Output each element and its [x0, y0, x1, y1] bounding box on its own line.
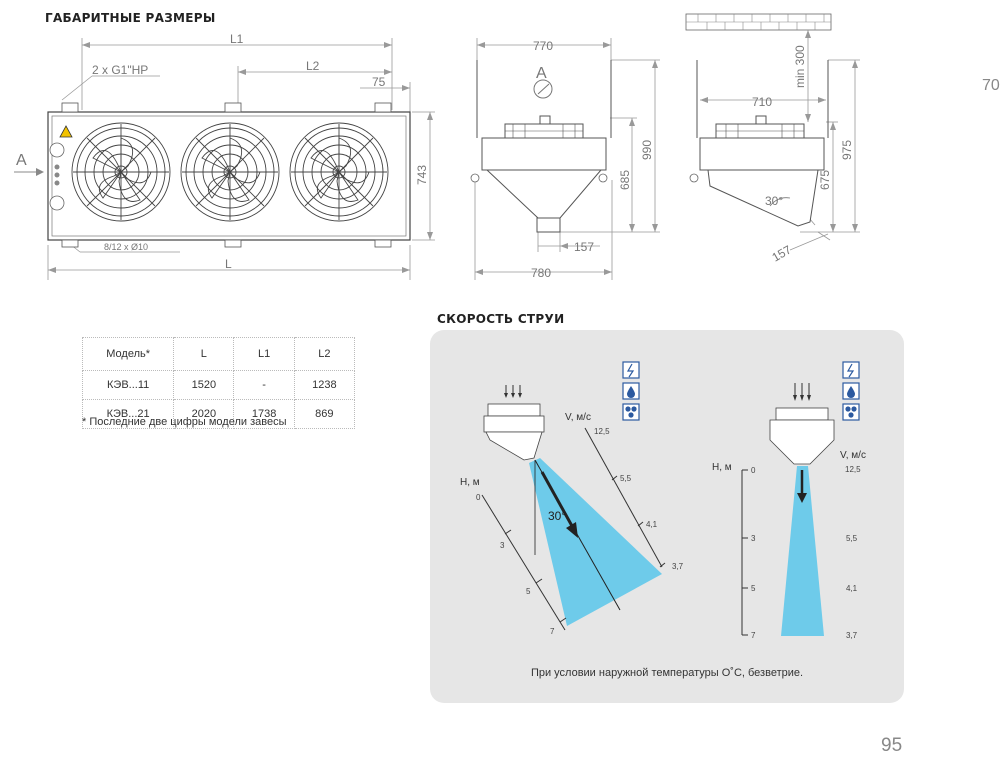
dim-685: 685	[618, 170, 632, 190]
table-cell: 2020	[173, 399, 235, 429]
table-cell: -	[233, 370, 295, 400]
table-cell: 1520	[173, 370, 235, 400]
view-arrow-label: A	[16, 152, 27, 169]
dim-L1: L1	[230, 32, 244, 46]
dim-angle-30: 30°	[765, 194, 783, 208]
h-tick: 0	[476, 493, 481, 502]
h-tick: 0	[751, 466, 756, 475]
dim-743: 743	[415, 165, 429, 185]
dim-770: 770	[533, 39, 553, 53]
pipe-label: 2 x G1"HP	[92, 63, 148, 77]
v-tick: 12,5	[845, 465, 861, 474]
h-tick: 5	[526, 587, 531, 596]
table-row: КЭВ...11 1520 - 1238	[81, 370, 356, 400]
jet-diagram-vertical: H, м V, м/с 0 3 5 7 12,5 5,5 4,1 3,7	[712, 361, 866, 640]
page-number: 95	[881, 735, 903, 756]
v-axis-label: V, м/с	[565, 412, 591, 423]
dim-675: 675	[818, 170, 832, 190]
v-tick: 5,5	[846, 534, 858, 543]
dim-975: 975	[840, 140, 854, 160]
model-table: Модель* L L1 L2 КЭВ...11 1520 - 1238 КЭВ…	[81, 337, 356, 429]
table-cell: 869	[293, 399, 356, 429]
mode-icons-left	[622, 361, 640, 421]
v-tick: 4,1	[846, 584, 858, 593]
h-axis-label: H, м	[460, 477, 480, 488]
v-tick: 4,1	[646, 520, 658, 529]
mode-icons-right	[842, 361, 860, 421]
jet-cone-angled	[529, 458, 662, 626]
dim-L2: L2	[306, 59, 320, 73]
dim-min300: min 300	[793, 45, 807, 88]
jet-diagram-angled: 30° H, м V, м/с 0 3 5 7 12,5 5,5 4,1 3,7	[460, 361, 684, 636]
holes-label: 8/12 x Ø10	[104, 242, 148, 252]
section-title-jet-speed: СКОРОСТЬ СТРУИ	[437, 312, 565, 326]
jet-speed-panel	[430, 330, 904, 703]
side-view-2-drawing: min 300 710 975 675 30° 157	[685, 13, 860, 265]
h-tick: 5	[751, 584, 756, 593]
dim-75: 75	[372, 75, 386, 89]
electric-heat-icon	[622, 361, 640, 379]
dim-780: 780	[531, 266, 551, 280]
v-tick: 3,7	[672, 562, 684, 571]
fan-only-icon	[842, 403, 860, 421]
h-tick: 7	[550, 627, 555, 636]
table-cell: КЭВ...21	[81, 399, 175, 429]
electric-heat-icon	[842, 361, 860, 379]
table-cell: 1238	[293, 370, 356, 400]
col-header: L	[173, 337, 235, 371]
view-a-label: A	[536, 65, 547, 82]
jet-angle-label: 30°	[548, 509, 566, 523]
table-cell: 1738	[233, 399, 295, 429]
front-view-drawing: A L1 L2 75 743 L 2 x G1"HP 8/12 x Ø10	[14, 32, 435, 280]
h-tick: 3	[751, 534, 756, 543]
table-row: КЭВ...21 2020 1738 869	[81, 399, 356, 429]
h-tick: 7	[751, 631, 756, 640]
h-tick: 3	[500, 541, 505, 550]
dim-710: 710	[752, 95, 772, 109]
table-header-row: Модель* L L1 L2	[81, 337, 356, 371]
col-header: L2	[293, 337, 356, 371]
fan-3	[289, 122, 389, 222]
jet-speed-diagrams: 30° H, м V, м/с 0 3 5 7 12,5 5,5 4,1 3,7…	[460, 361, 866, 640]
v-tick: 5,5	[620, 474, 632, 483]
edge-page-text: 70	[982, 77, 1000, 94]
fan-2	[180, 122, 280, 222]
dim-990: 990	[640, 140, 654, 160]
table-cell: КЭВ...11	[81, 370, 175, 400]
dim-157: 157	[574, 240, 594, 254]
dim-157-b: 157	[770, 242, 795, 264]
warning-sign	[59, 125, 73, 138]
table-footnote: * Последние две цифры модели завесы	[82, 416, 287, 428]
h-axis-label-right: H, м	[712, 462, 732, 473]
v-tick: 3,7	[846, 631, 858, 640]
col-header: Модель*	[81, 337, 175, 371]
fan-1	[71, 122, 171, 222]
conditions-caption: При условии наружной температуры О˚С, бе…	[530, 667, 804, 679]
v-tick: 12,5	[594, 427, 610, 436]
fan-only-icon	[622, 403, 640, 421]
dim-L: L	[225, 257, 232, 271]
jet-cone-vertical	[781, 466, 824, 636]
side-view-1-drawing: A 770 990 685 157 780	[470, 38, 660, 280]
section-title-dimensions: ГАБАРИТНЫЕ РАЗМЕРЫ	[45, 11, 216, 25]
col-header: L1	[233, 337, 295, 371]
v-axis-label-right: V, м/с	[840, 450, 866, 461]
